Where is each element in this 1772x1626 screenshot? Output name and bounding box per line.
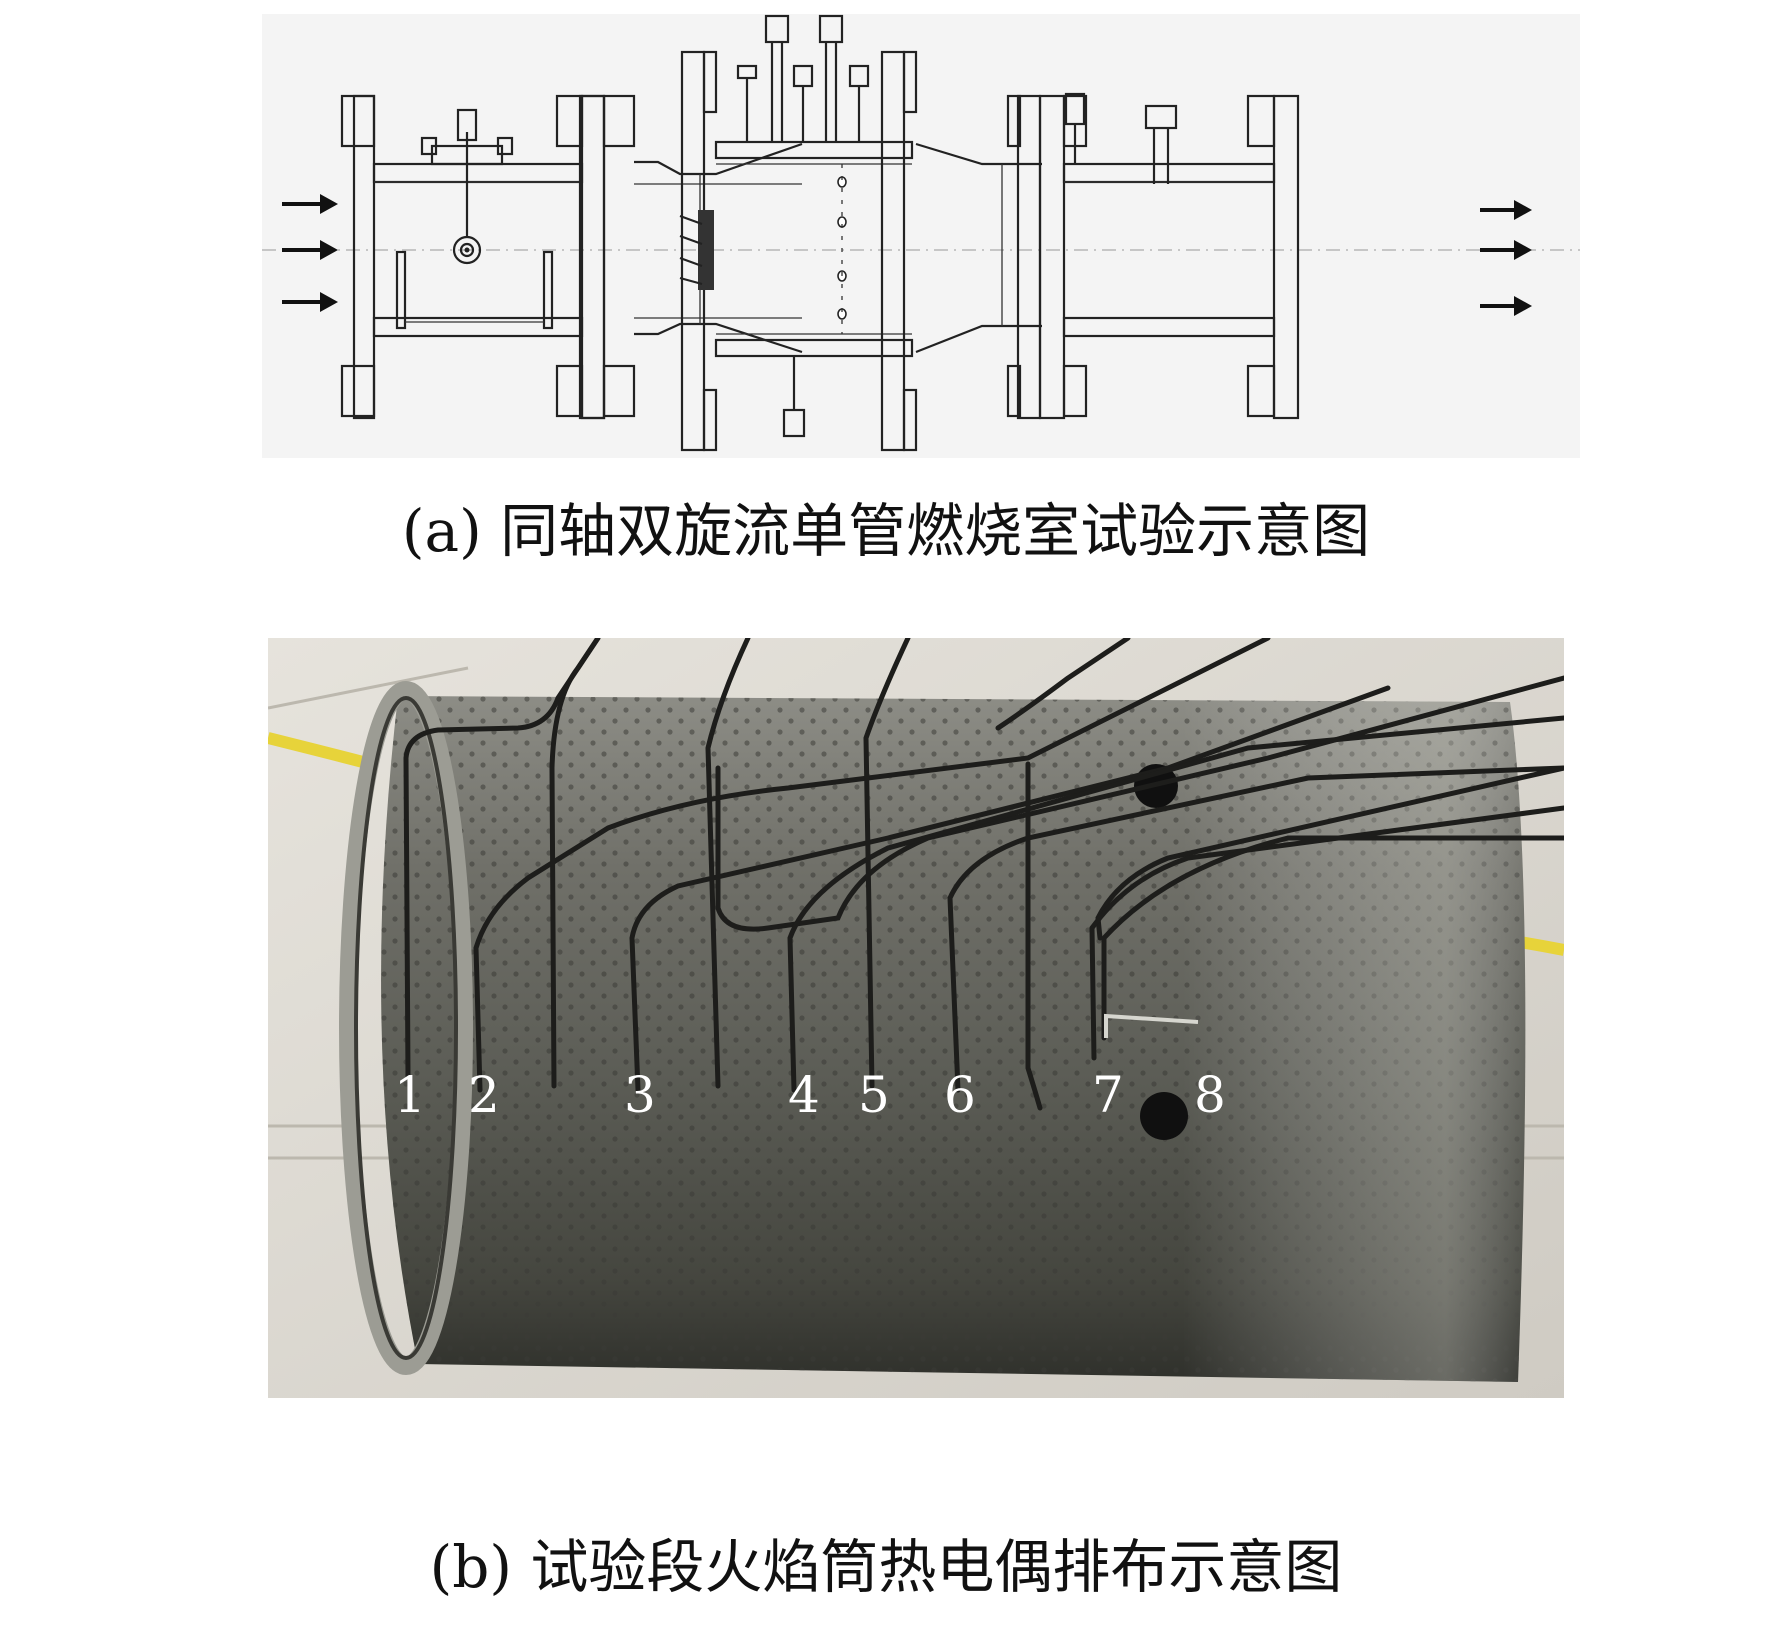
liner-photo-panel: 1 2 3 4 5 6 7 8 (268, 638, 1564, 1398)
test-section (679, 14, 918, 452)
tc-label-7: 7 (1092, 1066, 1124, 1124)
swirler (679, 210, 714, 290)
tc-label-4: 4 (788, 1066, 820, 1124)
top-ports (736, 14, 870, 142)
combustor-schematic-drawing (262, 14, 1580, 452)
tc-label-8: 8 (1194, 1066, 1226, 1124)
flame-tube (339, 681, 1526, 1382)
inlet-section (340, 94, 636, 420)
liner-photo: 1 2 3 4 5 6 7 8 (268, 638, 1564, 1398)
diffuser-section (578, 94, 803, 420)
tc-label-1: 1 (394, 1066, 426, 1124)
bottom-port (782, 356, 806, 438)
thermocouple-labels: 1 2 3 4 5 6 7 8 (394, 1066, 1226, 1124)
caption-b: (b) 试验段火焰筒热电偶排布示意图 (429, 1533, 1343, 1601)
caption-a: (a) 同轴双旋流单管燃烧室试验示意图 (401, 497, 1371, 565)
tc-label-3: 3 (624, 1066, 656, 1124)
tc-label-6: 6 (944, 1066, 976, 1124)
thermocouple-tips (1104, 1013, 1199, 1038)
tc-label-2: 2 (468, 1066, 500, 1124)
inlet-arrows (282, 194, 338, 312)
converging-section (915, 94, 1042, 420)
outlet-section (1038, 92, 1300, 420)
tc-label-5: 5 (858, 1066, 890, 1124)
outlet-arrows (1480, 200, 1532, 316)
thermocouple-wires (403, 638, 1564, 1111)
combustor-schematic-panel (262, 14, 1580, 458)
